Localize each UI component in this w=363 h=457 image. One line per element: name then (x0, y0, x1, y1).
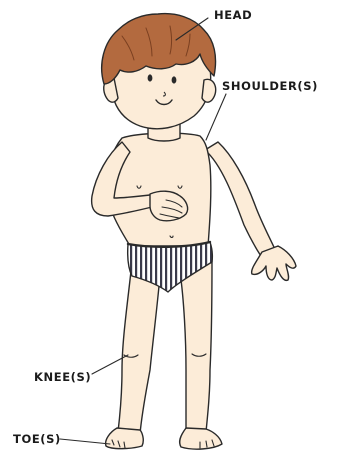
label-head: HEAD (214, 8, 252, 22)
right-leg (180, 258, 212, 432)
toe-pointer (60, 439, 110, 444)
label-knees: KNEE(S) (34, 370, 91, 384)
right-arm (205, 142, 278, 262)
left-leg (118, 262, 160, 434)
label-toes: TOE(S) (13, 432, 61, 446)
label-shoulders: SHOULDER(S) (222, 79, 318, 93)
right-ear (202, 79, 216, 102)
right-foot (180, 428, 222, 449)
